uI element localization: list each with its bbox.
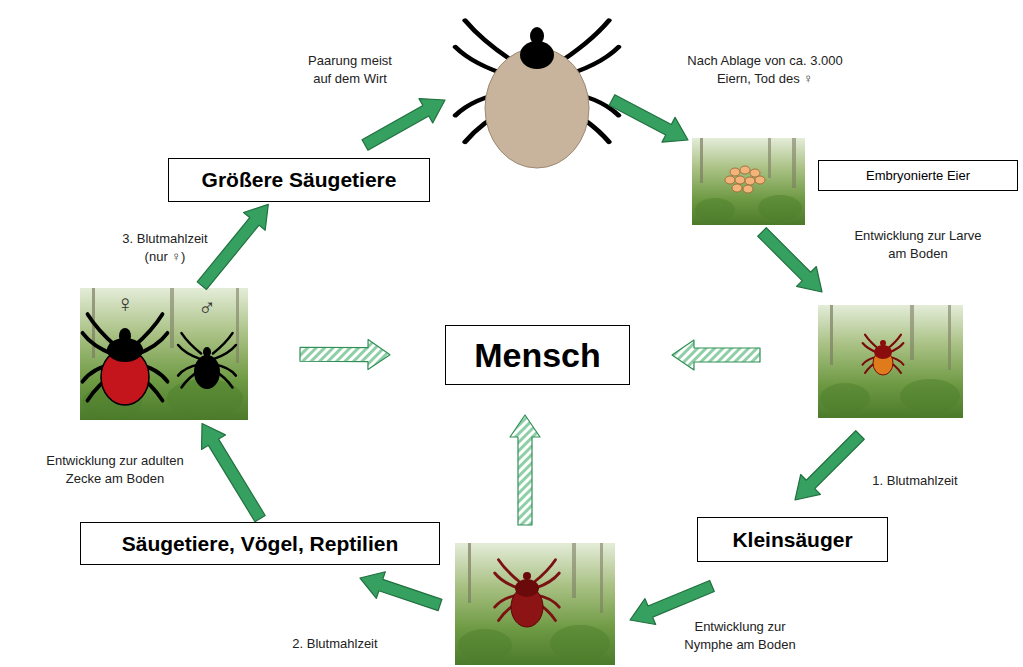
cycle-arrow xyxy=(795,431,864,500)
node-text: Embryonierte Eier xyxy=(866,168,970,183)
node-text: Kleinsäuger xyxy=(732,528,852,552)
node-text: Säugetiere, Vögel, Reptilien xyxy=(122,532,399,556)
step-label: Entwicklung zur adulten Zecke am Boden xyxy=(40,452,190,488)
infection-arrow xyxy=(672,340,760,370)
cycle-arrow xyxy=(197,204,268,289)
egg-photo xyxy=(692,138,805,225)
cycle-arrow xyxy=(360,572,442,611)
node-text: Mensch xyxy=(474,336,601,375)
host-box: Kleinsäuger xyxy=(697,517,888,562)
cycle-arrow xyxy=(362,99,445,151)
adult-photo-panel: ♀♂ xyxy=(80,288,248,420)
host-box: Säugetiere, Vögel, Reptilien xyxy=(80,522,440,565)
larva-photo xyxy=(818,305,963,418)
adult-tick-figure xyxy=(455,20,618,168)
node-text: ♀ xyxy=(116,290,134,318)
cycle-arrow xyxy=(202,423,266,521)
cycle-arrow xyxy=(609,95,688,142)
stage-box: Embryonierte Eier xyxy=(818,160,1018,191)
step-label: Nach Ablage von ca. 3.000 Eiern, Tod des… xyxy=(680,52,850,88)
connectors xyxy=(197,204,390,521)
step-label: 3. Blutmahlzeit (nur ♀) xyxy=(115,230,215,266)
step-label: Paarung meist auf dem Wirt xyxy=(300,52,400,88)
infection-arrow xyxy=(300,340,390,370)
node-text: Größere Säugetiere xyxy=(202,168,397,192)
infection-arrow xyxy=(510,415,540,525)
adult-photo xyxy=(80,288,248,420)
host-box: Größere Säugetiere xyxy=(168,158,430,202)
cycle-arrow xyxy=(758,228,822,292)
node-text: ♂ xyxy=(198,294,216,322)
nymph-photo xyxy=(455,543,615,665)
step-label: Entwicklung zur Nymphe am Boden xyxy=(680,618,800,654)
human-box: Mensch xyxy=(445,325,630,385)
step-label: Entwicklung zur Larve am Boden xyxy=(848,227,988,263)
step-label: 2. Blutmahlzeit xyxy=(280,635,390,653)
step-label: 1. Blutmahlzeit xyxy=(860,472,970,490)
cycle-arrow xyxy=(630,580,714,624)
